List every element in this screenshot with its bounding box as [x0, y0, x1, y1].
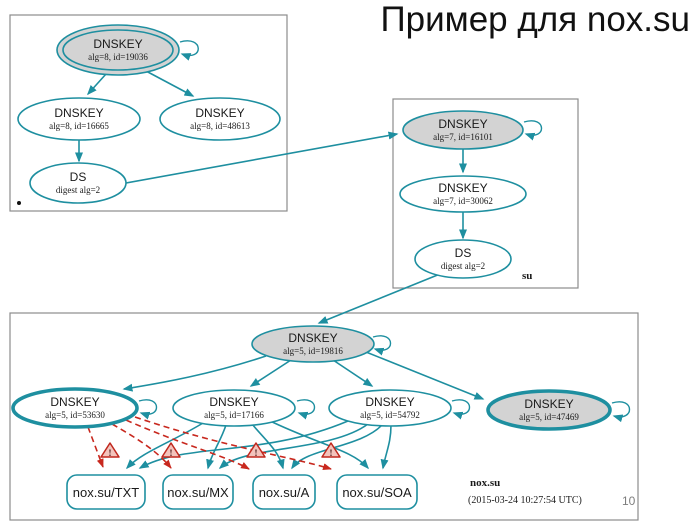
- svg-text:alg=5, id=19816: alg=5, id=19816: [283, 346, 343, 356]
- warning-icon: !: [321, 442, 341, 458]
- svg-text:DNSKEY: DNSKEY: [288, 331, 337, 345]
- node-nox-dnskey-17166: DNSKEY alg=5, id=17166: [172, 389, 296, 427]
- svg-text:nox.su/TXT: nox.su/TXT: [73, 485, 140, 500]
- svg-text:alg=5, id=47469: alg=5, id=47469: [519, 412, 579, 422]
- svg-text:alg=5, id=54792: alg=5, id=54792: [360, 410, 420, 420]
- record-nox-su-a: nox.su/A: [252, 474, 316, 510]
- record-nox-su-txt: nox.su/TXT: [66, 474, 146, 510]
- svg-text:!: !: [330, 448, 333, 458]
- edge-error-53630-to-mx: [111, 423, 172, 469]
- node-su-ksk-16101: DNSKEY alg=7, id=16101: [402, 110, 524, 150]
- svg-text:digest alg=2: digest alg=2: [441, 261, 485, 271]
- svg-text:nox.su/MX: nox.su/MX: [167, 485, 229, 500]
- node-root-dnskey-48613: DNSKEY alg=8, id=48613: [159, 97, 281, 141]
- edge-17166-self-loop: [296, 399, 316, 420]
- edge-54792-to-txt: [138, 420, 349, 469]
- slide-title: Пример для nox.su: [380, 0, 690, 39]
- edge-17166-to-txt: [125, 422, 204, 470]
- edge-53630-self-loop: [138, 399, 158, 420]
- svg-text:DNSKEY: DNSKEY: [209, 395, 258, 409]
- edge-root-ds-to-su-ksk: [125, 131, 399, 184]
- warning-icon: !: [246, 442, 266, 458]
- nox-su-timestamp: (2015-03-24 10:27:54 UTC): [468, 495, 582, 506]
- edge-nox-ksk-to-54792: [332, 359, 374, 387]
- edge-54792-to-soa: [380, 424, 392, 470]
- svg-text:DNSKEY: DNSKEY: [438, 117, 487, 131]
- edge-nox-ksk-to-53630: [122, 355, 267, 392]
- svg-text:DNSKEY: DNSKEY: [54, 106, 103, 120]
- warning-icon: !: [100, 442, 120, 458]
- svg-text:alg=7, id=16101: alg=7, id=16101: [433, 132, 493, 142]
- node-su-dnskey-30062: DNSKEY alg=7, id=30062: [399, 175, 527, 213]
- svg-text:!: !: [255, 448, 258, 458]
- edge-nox-ksk-to-17166: [249, 359, 292, 387]
- svg-text:DS: DS: [70, 170, 87, 184]
- svg-text:!: !: [109, 448, 112, 458]
- edge-root-ksk-to-zsk2: [145, 70, 195, 97]
- su-zone-label: su: [522, 270, 532, 282]
- node-root-dnskey-16665: DNSKEY alg=8, id=16665: [17, 97, 141, 141]
- svg-text:!: !: [170, 448, 173, 458]
- nox-su-zone-label: nox.su: [470, 477, 500, 489]
- edge-54792-self-loop: [451, 399, 471, 420]
- edge-error-53630-to-txt: [87, 426, 104, 468]
- node-nox-dnskey-54792: DNSKEY alg=5, id=54792: [328, 389, 452, 427]
- page-number: 10: [622, 494, 636, 508]
- edge-nox-ksk-self-loop: [372, 335, 392, 356]
- svg-text:alg=5, id=17166: alg=5, id=17166: [204, 410, 264, 420]
- node-nox-dnskey-47469: DNSKEY alg=5, id=47469: [486, 389, 612, 431]
- svg-text:alg=8, id=48613: alg=8, id=48613: [190, 121, 250, 131]
- node-nox-dnskey-53630: DNSKEY alg=5, id=53630: [11, 387, 139, 429]
- node-root-ds: DS digest alg=2: [29, 162, 127, 204]
- svg-text:nox.su/SOA: nox.su/SOA: [342, 485, 412, 500]
- svg-text:DNSKEY: DNSKEY: [365, 395, 414, 409]
- edge-su-ds-to-nox-ksk: [317, 273, 441, 324]
- root-zone-label-dot: [17, 201, 21, 205]
- svg-text:DNSKEY: DNSKEY: [438, 181, 487, 195]
- edge-root-ksk-self-loop: [179, 40, 199, 61]
- svg-text:DS: DS: [455, 246, 472, 260]
- svg-text:alg=7, id=30062: alg=7, id=30062: [433, 196, 493, 206]
- svg-text:DNSKEY: DNSKEY: [524, 397, 573, 411]
- edge-47469-self-loop: [611, 401, 631, 423]
- edge-17166-to-mx: [206, 424, 227, 470]
- svg-text:alg=5, id=53630: alg=5, id=53630: [45, 410, 105, 420]
- svg-text:alg=8, id=19036: alg=8, id=19036: [88, 52, 148, 62]
- edge-error-53630-to-a: [125, 419, 250, 470]
- node-su-ds: DS digest alg=2: [414, 239, 512, 279]
- svg-text:digest alg=2: digest alg=2: [56, 185, 100, 195]
- edge-root-ksk-to-zsk1: [86, 73, 107, 96]
- edge-nox-ksk-to-47469: [365, 351, 485, 400]
- svg-text:DNSKEY: DNSKEY: [50, 395, 99, 409]
- warning-icon: !: [161, 442, 181, 458]
- svg-text:nox.su/A: nox.su/A: [259, 485, 310, 500]
- record-nox-su-mx: nox.su/MX: [162, 474, 234, 510]
- edge-su-ksk-self-loop: [523, 120, 543, 141]
- edge-17166-to-a: [251, 423, 285, 470]
- node-nox-ksk-19816: DNSKEY alg=5, id=19816: [251, 325, 375, 363]
- node-root-ksk-19036: DNSKEY alg=8, id=19036: [56, 24, 180, 76]
- svg-text:DNSKEY: DNSKEY: [195, 106, 244, 120]
- svg-text:alg=8, id=16665: alg=8, id=16665: [49, 121, 109, 131]
- svg-text:DNSKEY: DNSKEY: [93, 37, 142, 51]
- record-nox-su-soa: nox.su/SOA: [336, 474, 418, 510]
